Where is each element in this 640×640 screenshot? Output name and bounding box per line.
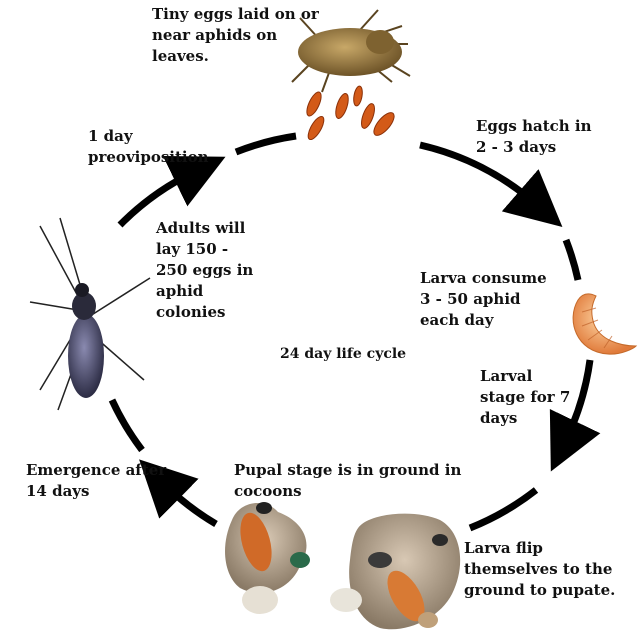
adult-midge-illustration (29, 217, 151, 411)
label-eggs-laid: Tiny eggs laid on or near aphids on leav… (152, 5, 319, 65)
label-life-cycle-length: 24 day life cycle (280, 346, 407, 362)
arrow-larva-to-ground (562, 238, 582, 281)
arrow-adult-upper (117, 155, 226, 228)
label-pupal-stage: Pupal stage is in ground in cocoons (234, 461, 462, 500)
eggs-illustration (306, 85, 395, 141)
label-eggs-hatch: Eggs hatch in 2 - 3 days (476, 117, 592, 156)
arrow-larval-stage (549, 359, 601, 472)
aphid-illustration (291, 9, 411, 93)
arrow-adult-lower (108, 398, 145, 453)
arrow-preoviposition-to-eggs (234, 132, 297, 156)
pupae-in-soil-illustration (225, 502, 461, 630)
label-larval-stage: Larval stage for 7 days (480, 367, 571, 427)
arrow-emergence (139, 459, 218, 528)
label-adults-lay: Adults will lay 150 - 250 eggs in aphid … (156, 219, 254, 321)
label-larva-consume: Larva consume 3 - 50 aphid each day (420, 269, 547, 329)
larva-illustration (572, 293, 638, 355)
label-larva-flip: Larva flip themselves to the ground to p… (464, 539, 616, 599)
label-emergence: Emergence after 14 days (26, 461, 167, 500)
arrow-to-pupa (468, 487, 539, 532)
label-preoviposition: 1 day preoviposition (88, 127, 209, 166)
arrow-eggs-to-larva (419, 141, 563, 227)
